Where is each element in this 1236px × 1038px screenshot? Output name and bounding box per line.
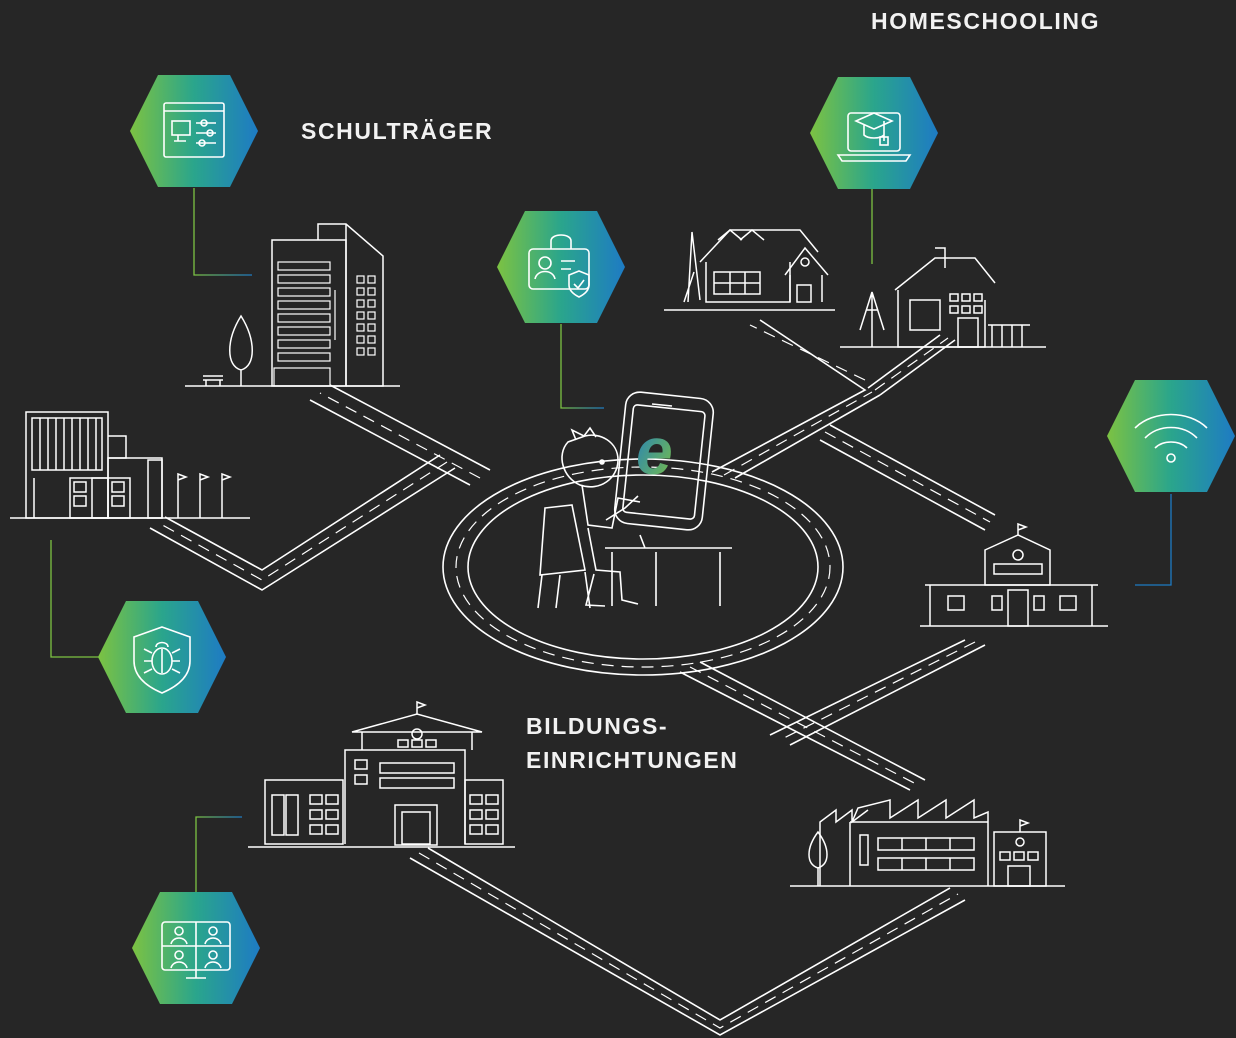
building-school-central — [248, 700, 515, 848]
child-with-tablet — [537, 391, 732, 609]
antivirus-shield-icon — [98, 601, 226, 713]
building-warehouse — [10, 411, 250, 519]
road-northeast — [711, 319, 956, 479]
app-logo-letter: e — [636, 414, 673, 488]
road-northwest — [149, 384, 491, 591]
label-bildung-line1: BILDUNGS- — [526, 713, 669, 739]
building-office-tower — [185, 223, 400, 387]
roundabout — [442, 458, 844, 676]
label-bildungseinrichtungen: BILDUNGS- EINRICHTUNGEN — [526, 709, 738, 777]
roads — [149, 319, 996, 1036]
wifi-icon — [1107, 380, 1235, 492]
building-factory — [790, 798, 1065, 887]
building-houses — [664, 229, 1046, 348]
label-schultraeger: SCHULTRÄGER — [301, 118, 494, 144]
e-learning-graduation-icon — [810, 77, 938, 189]
road-south — [679, 661, 926, 791]
road-southeast — [769, 639, 986, 746]
secure-identity-icon — [497, 211, 625, 323]
road-east — [819, 424, 996, 531]
building-school-east — [920, 522, 1108, 627]
label-homeschooling: HOMESCHOOLING — [871, 8, 1101, 34]
label-bildung-line2: EINRICHTUNGEN — [526, 747, 739, 773]
video-conference-icon — [132, 892, 260, 1004]
remote-management-icon — [130, 75, 258, 187]
connectors — [50, 186, 1172, 893]
road-bottom — [409, 847, 966, 1036]
